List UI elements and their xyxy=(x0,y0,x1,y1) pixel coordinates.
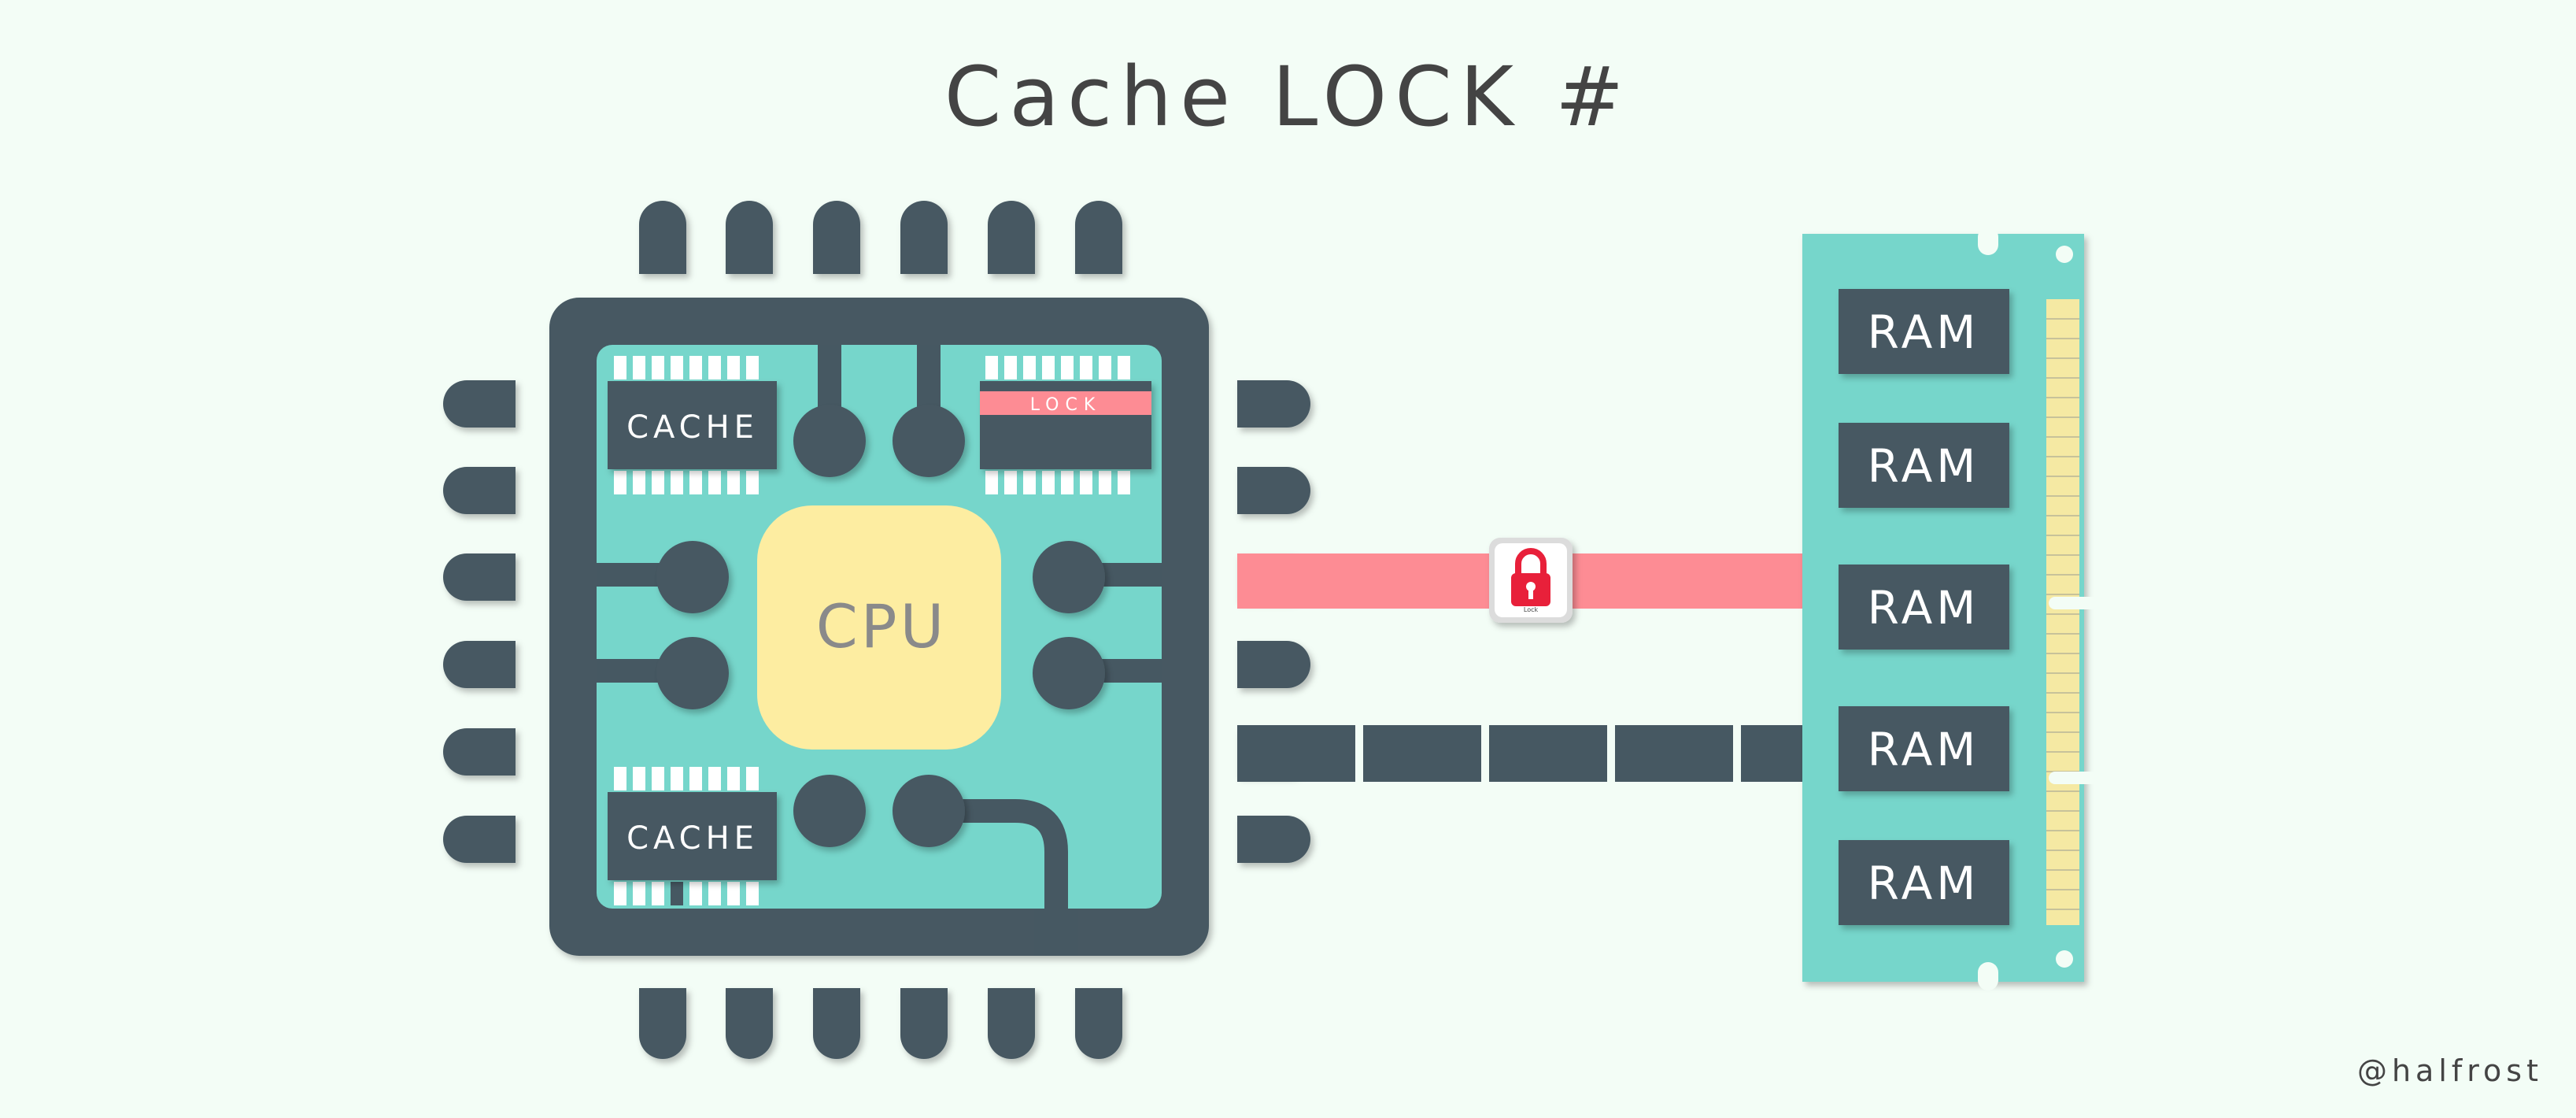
ram-module-label: RAM xyxy=(1868,439,1980,493)
ram-module: RAM xyxy=(1839,423,2009,508)
ram-module-label: RAM xyxy=(1868,305,1980,359)
ram-notch-bottom xyxy=(1978,962,1998,990)
lock-band xyxy=(980,391,1151,415)
chip-pins-right xyxy=(1237,380,1310,863)
lock-icon: Lock xyxy=(1489,538,1573,623)
chip-pins-bottom xyxy=(639,988,1122,1059)
author-credit: @halfrost xyxy=(2356,1053,2543,1088)
cache-label: CACHE xyxy=(626,409,759,446)
ram-module: RAM xyxy=(1839,565,2009,650)
cpu-label: CPU xyxy=(816,591,948,661)
ram-gold-pins xyxy=(2046,299,2079,925)
ram-module-label: RAM xyxy=(1868,723,1980,776)
trace-exit xyxy=(1034,909,1078,956)
locked-chip-pins xyxy=(985,356,1130,494)
ram-module-label: RAM xyxy=(1868,581,1980,635)
ram-module: RAM xyxy=(1839,840,2009,925)
cache-chip-pins xyxy=(614,356,759,494)
ram-side-notch xyxy=(2049,597,2104,609)
cache-label: CACHE xyxy=(626,820,759,857)
lock-icon-caption: Lock xyxy=(1524,606,1539,613)
circuit-nodes xyxy=(656,405,1105,847)
diagram-title: Cache LOCK # xyxy=(944,49,1632,145)
cache-chip-locked: LOCK xyxy=(980,356,1151,494)
data-bus xyxy=(1237,725,1802,782)
ram-module-label: RAM xyxy=(1868,857,1980,910)
ram-hole-top xyxy=(2056,246,2073,263)
chip-pins-left xyxy=(443,380,516,863)
lock-band-label: LOCK xyxy=(1030,395,1102,415)
chip-pins-top xyxy=(639,201,1122,274)
ram-module: RAM xyxy=(1839,706,2009,791)
ram-notch-top xyxy=(1978,227,1998,255)
ram-side-notch xyxy=(2049,772,2104,784)
ram-stick: RAM RAM RAM RAM RAM xyxy=(1802,227,2104,990)
cache-chip-bottom-left: CACHE xyxy=(608,767,777,905)
cpu-core xyxy=(757,505,1001,750)
ram-module: RAM xyxy=(1839,289,2009,374)
cache-chip-top-left: CACHE xyxy=(608,356,777,494)
ram-hole-bottom xyxy=(2056,950,2073,968)
